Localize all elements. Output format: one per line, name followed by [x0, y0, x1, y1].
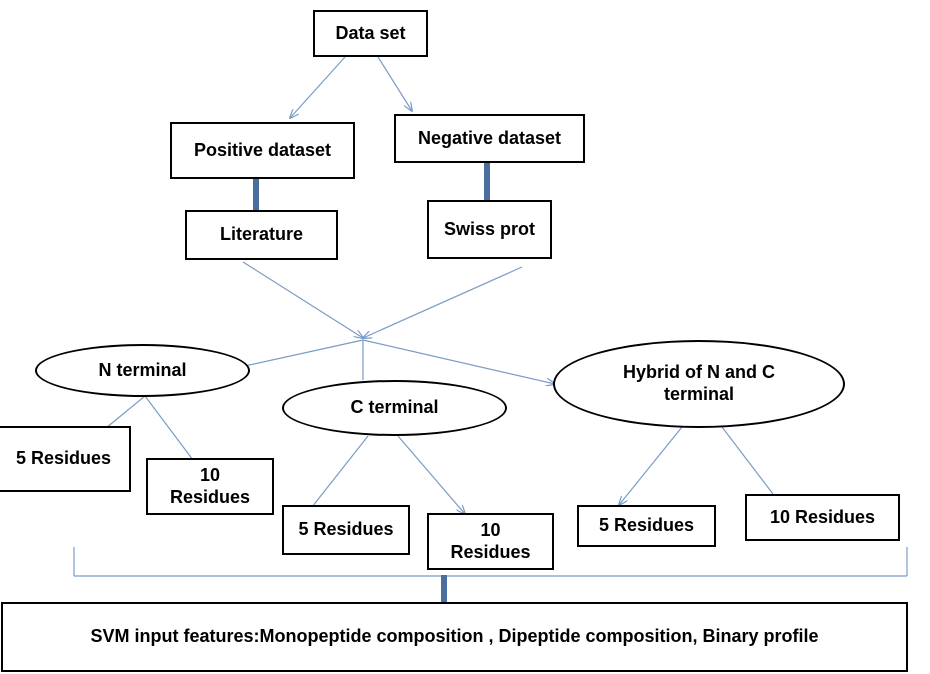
arrow-merge-to-hybrid — [362, 339, 555, 384]
negative-dataset-label: Negative dataset — [417, 127, 562, 148]
arrow-literature-to-merge — [242, 261, 363, 338]
line-hybrid-to-10 — [721, 426, 774, 495]
c-10-residues-box: 10 Residues — [427, 513, 554, 570]
arrow-dataset-to-negative — [377, 56, 412, 111]
line-n-to-10 — [144, 395, 194, 461]
swissprot-label: Swiss prot — [443, 218, 536, 239]
n-terminal-ellipse: N terminal — [35, 344, 250, 397]
c-5-residues-box: 5 Residues — [282, 505, 410, 555]
arrow-swissprot-to-merge — [363, 266, 523, 338]
swissprot-box: Swiss prot — [427, 200, 552, 259]
svm-input-features-label: SVM input features:Monopeptide compositi… — [90, 626, 819, 647]
n-10-residues-box: 10 Residues — [146, 458, 274, 515]
c-terminal-ellipse: C terminal — [282, 380, 507, 436]
arrow-c-to-10 — [397, 435, 465, 514]
hybrid-5-residues-box: 5 Residues — [577, 505, 716, 547]
hybrid-label: Hybrid of N and C terminal — [623, 362, 775, 404]
dataset-label: Data set — [335, 22, 406, 43]
n-10-residues-label: 10 Residues — [169, 464, 251, 507]
negative-dataset-box: Negative dataset — [394, 114, 585, 163]
literature-label: Literature — [219, 224, 304, 245]
svm-input-features-box: SVM input features:Monopeptide compositi… — [1, 602, 908, 672]
hybrid-10-residues-box: 10 Residues — [745, 494, 900, 541]
n-5-residues-box: 5 Residues — [0, 426, 131, 492]
arrow-dataset-to-positive — [290, 56, 346, 118]
c-terminal-label: C terminal — [350, 397, 439, 418]
hybrid-ellipse: Hybrid of N and C terminal — [553, 340, 845, 428]
n-terminal-label: N terminal — [98, 359, 187, 380]
positive-dataset-label: Positive dataset — [193, 139, 332, 160]
c-5-residues-label: 5 Residues — [298, 519, 394, 540]
hybrid-5-residues-label: 5 Residues — [598, 515, 695, 536]
line-c-to-5 — [311, 435, 369, 508]
hybrid-10-residues-label: 10 Residues — [769, 506, 876, 527]
positive-dataset-box: Positive dataset — [170, 122, 355, 179]
arrow-hybrid-to-5 — [619, 426, 683, 505]
literature-box: Literature — [185, 210, 338, 260]
c-10-residues-label: 10 Residues — [450, 519, 531, 562]
line-merge-to-n-terminal — [244, 339, 364, 367]
line-n-to-5 — [105, 395, 146, 429]
dataset-box: Data set — [313, 10, 428, 57]
n-5-residues-label: 5 Residues — [15, 448, 112, 469]
